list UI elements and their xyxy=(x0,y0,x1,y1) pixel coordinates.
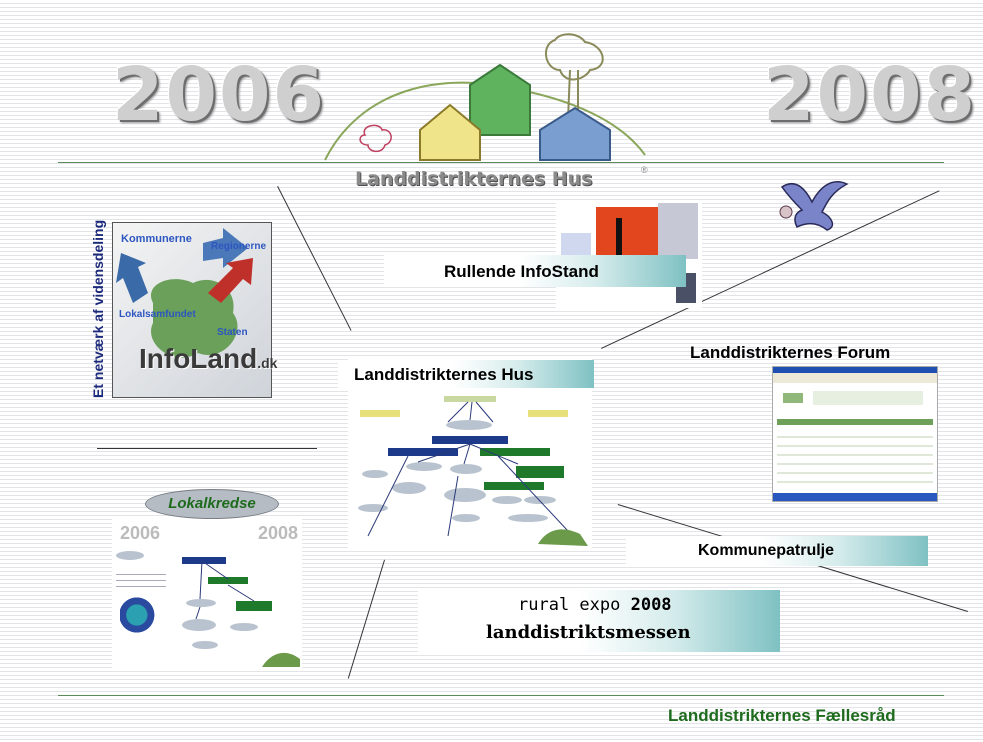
expo-line2: landdistriktsmessen xyxy=(486,622,691,643)
infoland-regionerne: Regionerne xyxy=(211,241,267,252)
kommune-label: Kommunepatrulje xyxy=(698,542,835,559)
mini-year-left: 2006 xyxy=(120,523,161,543)
connector-line xyxy=(347,559,385,679)
infoland-brand: InfoLand.dk xyxy=(139,343,277,375)
hus-label: Landdistrikternes Hus xyxy=(354,365,534,384)
hus-banner: Landdistrikternes Hus xyxy=(338,360,594,388)
expo-banner[interactable]: rural expo 2008 landdistriktsmessen xyxy=(418,590,780,652)
lokalkredse-slide[interactable]: 2006 2008 xyxy=(112,519,302,669)
expo-year: 2008 xyxy=(630,595,672,615)
forum-title: Landdistrikternes Forum xyxy=(690,343,891,362)
connector-line xyxy=(97,448,317,450)
infoland-staten: Staten xyxy=(217,327,248,338)
infoland-brand-name: InfoLand xyxy=(139,343,258,374)
year-right: 2008 xyxy=(763,52,977,138)
houses-logo xyxy=(324,33,646,161)
infoland-brand-suffix: .dk xyxy=(257,355,278,371)
year-left: 2006 xyxy=(112,52,326,138)
footer-org: Landdistrikternes Fællesråd xyxy=(668,706,896,725)
forum-screenshot[interactable] xyxy=(772,366,938,502)
hus-diagram[interactable]: Landdistrikternes Hus xyxy=(338,356,594,548)
registered-mark: ® xyxy=(641,165,648,175)
infoland-lokalsamfundet: Lokalsamfundet xyxy=(119,309,196,320)
infoland-kommunerne: Kommunerne xyxy=(121,233,192,245)
expo-line1: rural expo 2008 xyxy=(518,595,672,615)
mini-year-right: 2008 xyxy=(258,523,299,543)
header-divider xyxy=(58,162,944,163)
expo-prefix: rural expo xyxy=(518,595,631,615)
lokalkredse-badge[interactable]: Lokalkredse xyxy=(145,489,279,519)
infostand-banner[interactable]: Rullende InfoStand xyxy=(384,255,686,287)
infoland-image: Kommunerne Regionerne Lokalsamfundet Sta… xyxy=(112,222,277,398)
infostand-label: Rullende InfoStand xyxy=(444,262,599,281)
footer-divider xyxy=(58,695,944,696)
connector-line xyxy=(276,186,352,331)
infoland-vertical-text: Et netværk af vidensdeling xyxy=(90,219,106,398)
kommune-banner[interactable]: Kommunepatrulje xyxy=(626,536,928,566)
logo-title: Landdistrikternes Hus xyxy=(355,168,593,190)
lokalkredse-label: Lokalkredse xyxy=(168,495,256,512)
bird-image xyxy=(779,181,849,231)
